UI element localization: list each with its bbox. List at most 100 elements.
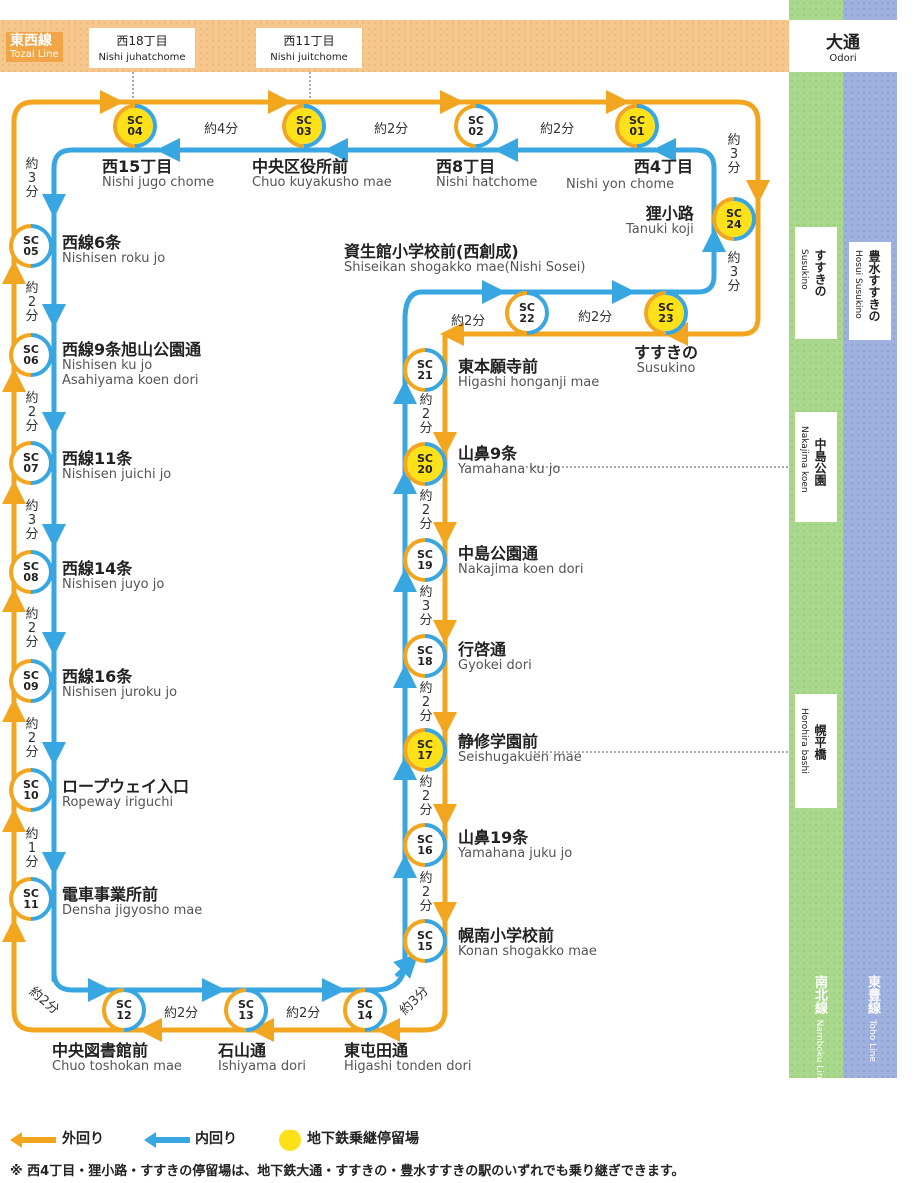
stop-code-number: 04 <box>127 125 143 138</box>
stop-code-prefix: SC <box>417 644 433 657</box>
stop-sc08[interactable] <box>9 550 53 594</box>
stop-label-sc08: 西線14条 Nishisen juyo jo <box>62 559 165 593</box>
subway-station-odori: 大通 Odori <box>789 20 897 72</box>
stop-sc11[interactable] <box>9 877 53 921</box>
stop-code-number: 16 <box>417 844 433 857</box>
stop-code-number: 01 <box>629 125 645 138</box>
stop-circle <box>13 772 49 808</box>
stop-code-prefix: SC <box>417 358 433 371</box>
stop-circle <box>716 201 752 237</box>
stop-code-prefix: SC <box>357 998 373 1011</box>
stop-label-sc06: 西線9条旭山公園通 Nishisen ku jo Asahiyama koen … <box>62 340 202 389</box>
stop-label-sc14: 東屯田通 Higashi tonden dori <box>344 1041 472 1075</box>
stop-code-number: 19 <box>417 559 433 572</box>
stop-circle <box>286 108 322 144</box>
stop-sc18[interactable] <box>403 634 447 678</box>
stop-code-number: 20 <box>417 463 433 476</box>
stop-code-number: 15 <box>417 940 433 953</box>
stop-sc07[interactable] <box>9 441 53 485</box>
legend-outer-label: 外回り <box>62 1131 104 1147</box>
stop-label-sc22: 資生館小学校前(西創成) Shiseikan shogakko mae(Nish… <box>344 242 586 276</box>
stop-code-prefix: SC <box>296 114 312 127</box>
stop-code-prefix: SC <box>417 548 433 561</box>
stop-code-number: 12 <box>116 1009 132 1022</box>
time-08-09: 約2分 <box>25 607 39 650</box>
stop-sc24[interactable] <box>712 197 756 241</box>
legend-outer-arrow <box>10 1132 22 1148</box>
time-16-17: 約2分 <box>419 775 433 818</box>
stop-sc12[interactable] <box>102 988 146 1032</box>
stop-label-sc19: 中島公園通 Nakajima koen dori <box>458 544 584 578</box>
stop-sc09[interactable] <box>9 659 53 703</box>
stop-sc05[interactable] <box>9 224 53 268</box>
transfer-note: ※ 西4丁目・狸小路・すすきの停留場は、地下鉄大通・すすきの・豊水すすきの駅のい… <box>10 1164 685 1179</box>
stop-sc04[interactable] <box>113 104 157 148</box>
namboku-line-label: 南北線 Namboku Line <box>812 975 827 1085</box>
stop-label-sc11: 電車事業所前 Densha jigyosho mae <box>62 885 203 919</box>
time-24-23: 約3分 <box>727 251 741 294</box>
stop-code-prefix: SC <box>23 669 39 682</box>
stop-code-prefix: SC <box>23 234 39 247</box>
stop-sc19[interactable] <box>403 538 447 582</box>
stop-code-prefix: SC <box>23 887 39 900</box>
stop-circle <box>228 992 264 1028</box>
time-07-08: 約3分 <box>25 499 39 542</box>
stop-sc02[interactable] <box>454 104 498 148</box>
stop-sc21[interactable] <box>403 348 447 392</box>
stop-sc15[interactable] <box>403 919 447 963</box>
stop-label-sc01-en: Nishi yon chome <box>566 177 675 192</box>
subway-station-nishi18: 西18丁目 Nishi juhatchome <box>89 28 195 68</box>
stop-sc06[interactable] <box>9 333 53 377</box>
stop-sc03[interactable] <box>282 104 326 148</box>
stop-circle <box>648 295 684 331</box>
stop-label-sc17: 静修学園前 Seishugakuen mae <box>458 732 582 766</box>
stop-circle <box>407 732 443 768</box>
stop-sc17[interactable] <box>403 728 447 772</box>
stop-sc13[interactable] <box>224 988 268 1032</box>
subway-station-horohira-bashi: 幌平橋 Horohira bashi <box>795 694 837 808</box>
stop-code-number: 05 <box>23 245 39 258</box>
stop-label-sc18: 行啓通 Gyokei dori <box>458 640 532 674</box>
subway-station-nishi11: 西11丁目 Nishi juitchome <box>256 28 362 68</box>
stop-circle <box>407 638 443 674</box>
time-02-01: 約2分 <box>540 122 575 137</box>
stop-sc20[interactable] <box>403 442 447 486</box>
stop-sc22[interactable] <box>505 291 549 335</box>
stop-label-sc09: 西線16条 Nishisen juroku jo <box>62 667 178 701</box>
time-10-11: 約1分 <box>25 827 39 870</box>
stop-circle <box>407 542 443 578</box>
stop-sc10[interactable] <box>9 768 53 812</box>
stop-code-prefix: SC <box>726 207 742 220</box>
stop-code-number: 06 <box>23 354 39 367</box>
stop-code-prefix: SC <box>127 114 143 127</box>
stop-code-number: 02 <box>468 125 484 138</box>
time-04-05: 約3分 <box>25 157 39 200</box>
stop-sc01[interactable] <box>615 104 659 148</box>
stop-circle <box>13 337 49 373</box>
stop-code-number: 07 <box>23 462 39 475</box>
stop-sc23[interactable] <box>644 291 688 335</box>
stop-circle <box>509 295 545 331</box>
stop-label-sc03: 中央区役所前 Chuo kuyakusho mae <box>252 157 392 191</box>
stop-label-sc07: 西線11条 Nishisen juichi jo <box>62 449 172 483</box>
stop-sc14[interactable] <box>343 988 387 1032</box>
stop-sc16[interactable] <box>403 823 447 867</box>
outer-loop-arrows <box>2 90 770 1042</box>
stop-circle <box>106 992 142 1028</box>
stop-code-number: 17 <box>417 749 433 762</box>
